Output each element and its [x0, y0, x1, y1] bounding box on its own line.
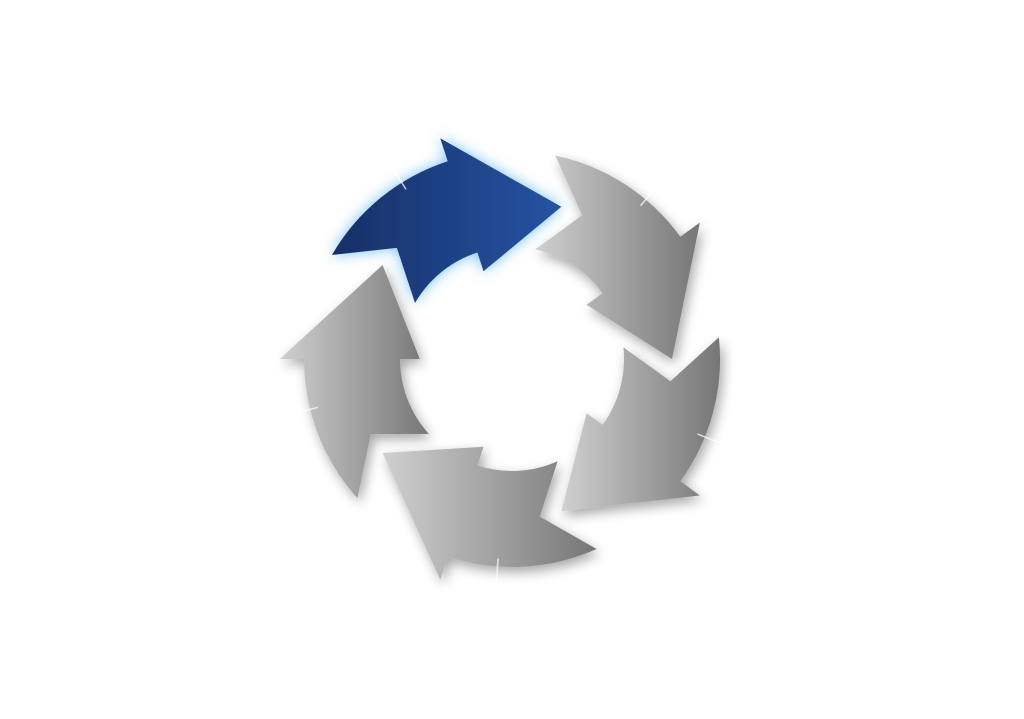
segment-divider-line	[639, 182, 661, 207]
cycle-arrow-3	[561, 337, 721, 512]
segment-divider-line	[389, 163, 407, 190]
cycle-arrow-4	[382, 446, 597, 580]
segment-divider-line	[288, 406, 319, 416]
segment-divider-line	[495, 558, 499, 589]
segment-divider-line	[697, 433, 726, 446]
cycle-arrow-2	[535, 155, 700, 359]
cycle-arrow-1-highlighted	[331, 138, 562, 303]
cycle-arrow-5	[279, 265, 429, 499]
